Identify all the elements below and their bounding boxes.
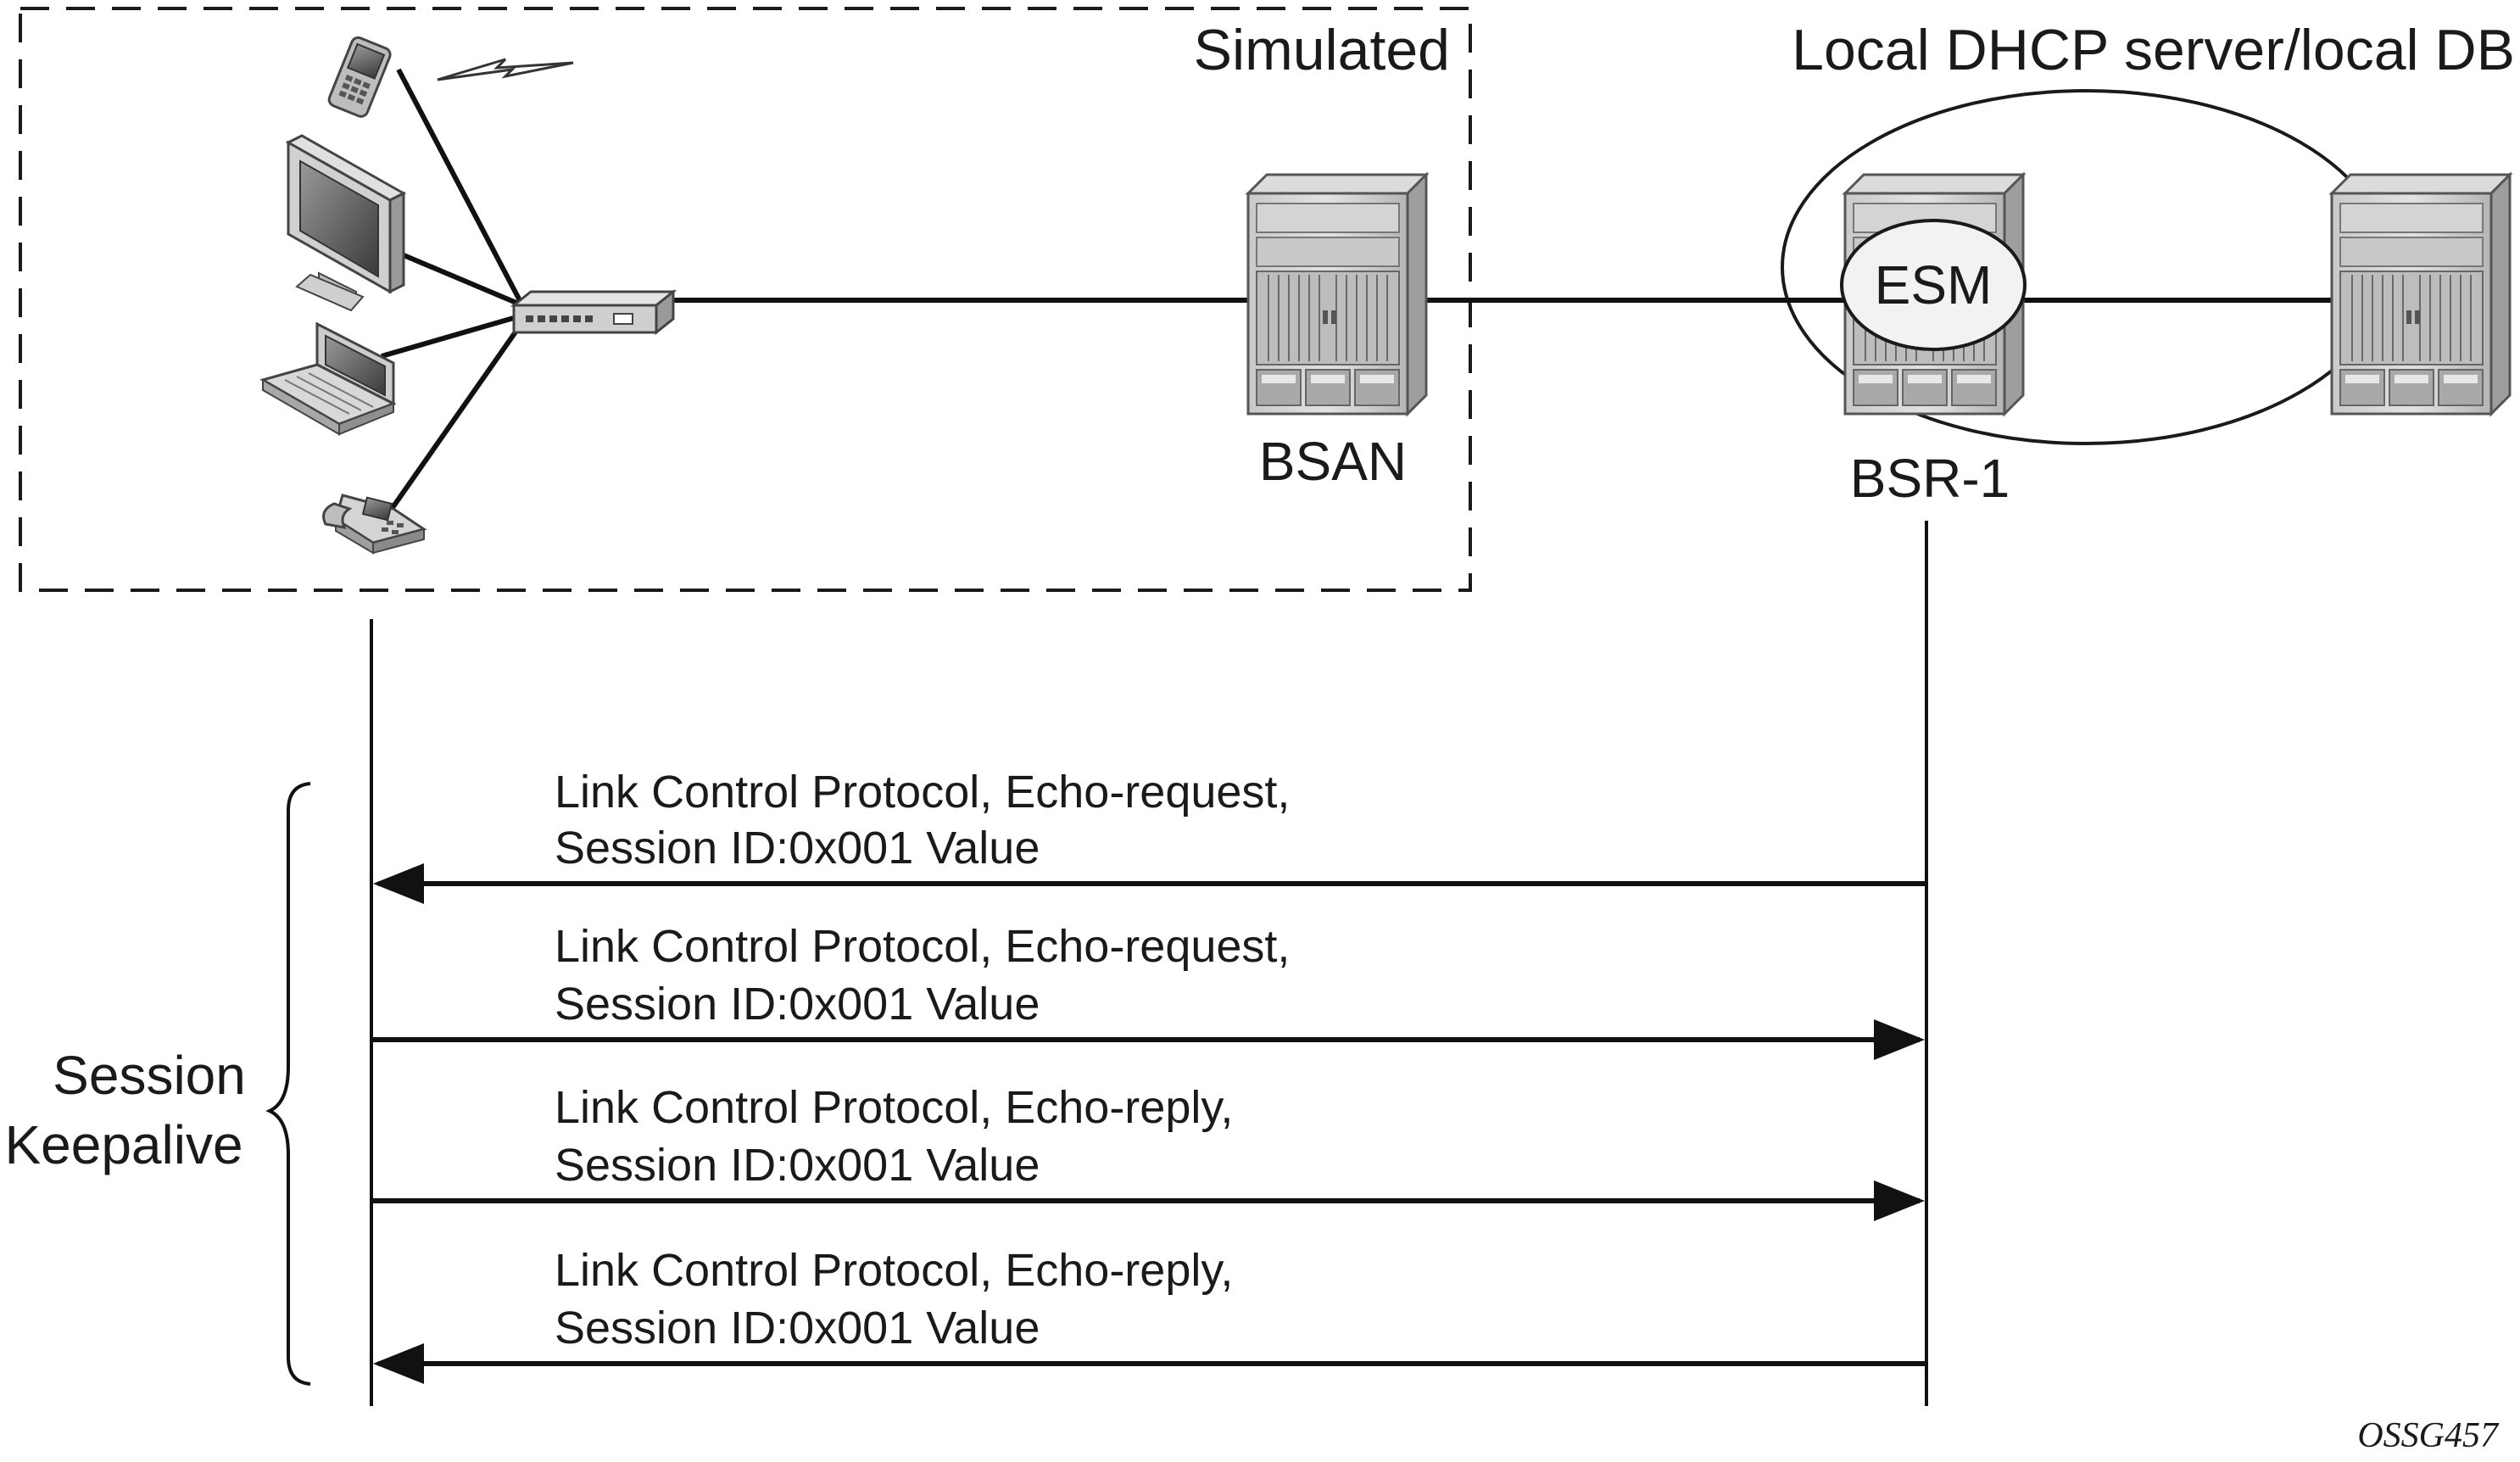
message-3-line1: Link Control Protocol, Echo-reply,	[555, 1082, 1233, 1133]
message-4-line2: Session ID:0x001 Value	[555, 1303, 1040, 1353]
brace-label-line1: Session	[53, 1045, 246, 1106]
message-1-line2: Session ID:0x001 Value	[555, 823, 1040, 873]
link-desk-phone	[389, 321, 525, 511]
bsr-label: BSR-1	[1850, 448, 2010, 509]
message-3: Link Control Protocol, Echo-reply, Sessi…	[371, 1082, 1925, 1221]
server-chassis-icon	[2330, 173, 2512, 416]
laptop-icon	[259, 321, 397, 436]
message-2-line1: Link Control Protocol, Echo-request,	[555, 921, 1290, 972]
link-laptop	[381, 313, 523, 359]
device-links	[381, 68, 525, 511]
esm-ellipse	[1840, 219, 2027, 351]
simulated-label: Simulated	[1194, 18, 1450, 82]
message-2-line2: Session ID:0x001 Value	[555, 979, 1040, 1030]
mobile-phone-icon	[327, 36, 392, 118]
bsan-chassis-icon	[1246, 173, 1428, 416]
desktop-monitor-icon	[285, 134, 407, 312]
message-1-line1: Link Control Protocol, Echo-request,	[555, 767, 1290, 817]
session-keepalive-brace	[265, 782, 311, 1386]
message-4-line1: Link Control Protocol, Echo-reply,	[555, 1245, 1233, 1296]
message-2: Link Control Protocol, Echo-request, Ses…	[371, 921, 1925, 1060]
bsan-label: BSAN	[1259, 431, 1407, 492]
link-desktop	[390, 248, 524, 308]
switch-icon	[510, 288, 677, 336]
wireless-signal-icon	[437, 58, 574, 81]
message-4: Link Control Protocol, Echo-reply, Sessi…	[373, 1245, 1926, 1384]
message-3-line2: Session ID:0x001 Value	[555, 1140, 1040, 1191]
link-mobile	[396, 68, 525, 307]
message-1: Link Control Protocol, Echo-request, Ses…	[373, 767, 1926, 904]
server-region-label: Local DHCP server/local DB	[1792, 18, 2515, 82]
figure-id: OSSG457	[2357, 1416, 2500, 1455]
brace-label-line2: Keepalive	[4, 1114, 243, 1175]
esm-label: ESM	[1875, 254, 1993, 315]
desk-phone-icon	[322, 494, 427, 555]
